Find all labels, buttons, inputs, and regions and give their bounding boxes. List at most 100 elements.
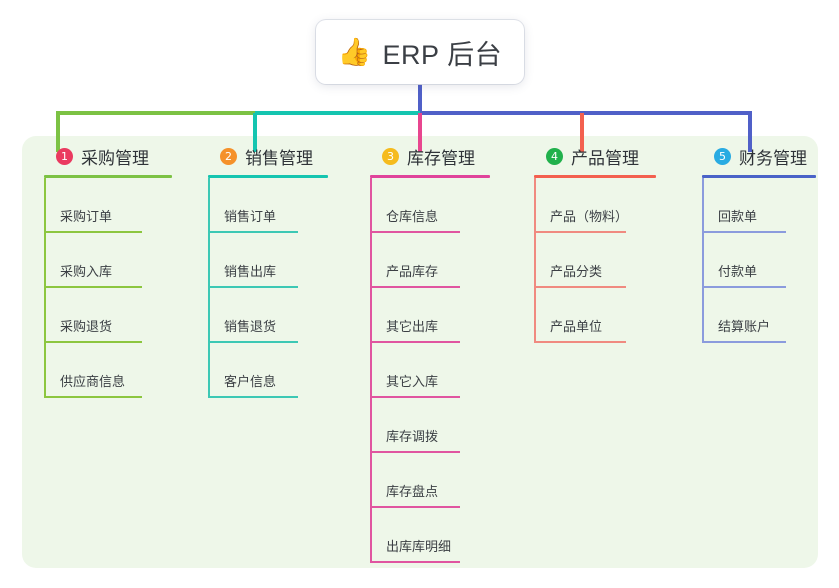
list-item[interactable]: 采购退货 <box>34 288 172 343</box>
list-item-rule <box>208 286 298 288</box>
branch-spine-1 <box>44 178 46 398</box>
column-header-4[interactable]: 4 产品管理 <box>524 144 656 168</box>
list-item-label: 采购入库 <box>60 264 113 279</box>
list-item[interactable]: 库存盘点 <box>360 453 490 508</box>
number-badge-3: 3 <box>382 147 399 165</box>
list-item-label: 销售退货 <box>224 319 277 334</box>
list-item-label: 库存盘点 <box>386 484 439 499</box>
list-item-rule <box>534 341 626 343</box>
list-item-label: 其它出库 <box>386 319 439 334</box>
list-item-rule <box>44 286 142 288</box>
thumbs-up-icon: 👍 <box>337 36 372 67</box>
list-item-label: 采购订单 <box>60 209 113 224</box>
list-item-rule <box>44 231 142 233</box>
item-list-2: 销售订单销售出库销售退货客户信息 <box>198 178 328 398</box>
list-item[interactable]: 销售出库 <box>198 233 328 288</box>
column-title-1: 采购管理 <box>81 148 149 168</box>
list-item-rule <box>370 231 460 233</box>
item-list-3: 仓库信息产品库存其它出库其它入库库存调拨库存盘点出库库明细 <box>360 178 490 563</box>
list-item[interactable]: 产品分类 <box>524 233 656 288</box>
list-item[interactable]: 付款单 <box>692 233 816 288</box>
list-item[interactable]: 出库库明细 <box>360 508 490 563</box>
column-3: 3 库存管理仓库信息产品库存其它出库其它入库库存调拨库存盘点出库库明细 <box>360 144 490 563</box>
column-rule-2 <box>208 175 328 178</box>
root-node-card[interactable]: 👍 ERP 后台 <box>316 20 524 84</box>
number-badge-2: 2 <box>220 147 237 165</box>
list-item[interactable]: 回款单 <box>692 178 816 233</box>
list-item-label: 仓库信息 <box>386 209 439 224</box>
list-item-label: 产品库存 <box>386 264 439 279</box>
list-item-rule <box>44 396 142 398</box>
list-item-label: 采购退货 <box>60 319 113 334</box>
list-item[interactable]: 供应商信息 <box>34 343 172 398</box>
content-panel-background <box>22 136 818 568</box>
list-item-rule <box>208 396 298 398</box>
list-item-rule <box>534 286 626 288</box>
list-item-rule <box>702 341 786 343</box>
list-item-label: 产品单位 <box>550 319 603 334</box>
list-item[interactable]: 其它入库 <box>360 343 490 398</box>
item-list-5: 回款单付款单结算账户 <box>692 178 816 343</box>
column-header-3[interactable]: 3 库存管理 <box>360 144 490 168</box>
column-2: 2 销售管理销售订单销售出库销售退货客户信息 <box>198 144 328 398</box>
column-header-1[interactable]: 1 采购管理 <box>34 144 172 168</box>
column-title-4: 产品管理 <box>571 148 639 168</box>
list-item-rule <box>370 341 460 343</box>
number-badge-1: 1 <box>56 147 73 165</box>
list-item[interactable]: 销售退货 <box>198 288 328 343</box>
branch-spine-5 <box>702 178 704 343</box>
list-item-rule <box>534 231 626 233</box>
list-item-rule <box>702 231 786 233</box>
number-badge-5: 5 <box>714 147 731 165</box>
column-rule-3 <box>370 175 490 178</box>
page-title: ERP 后台 <box>382 39 503 70</box>
list-item-label: 出库库明细 <box>386 539 452 554</box>
column-title-2: 销售管理 <box>245 148 313 168</box>
list-item[interactable]: 结算账户 <box>692 288 816 343</box>
list-item[interactable]: 产品库存 <box>360 233 490 288</box>
list-item-label: 付款单 <box>718 264 758 279</box>
list-item-label: 供应商信息 <box>60 374 126 389</box>
list-item[interactable]: 仓库信息 <box>360 178 490 233</box>
column-title-3: 库存管理 <box>407 148 475 168</box>
list-item-rule <box>370 506 460 508</box>
list-item-rule <box>44 341 142 343</box>
list-item-label: 产品（物料） <box>550 209 629 224</box>
number-badge-4: 4 <box>546 147 563 165</box>
list-item[interactable]: 采购订单 <box>34 178 172 233</box>
column-rule-1 <box>44 175 172 178</box>
list-item-label: 客户信息 <box>224 374 277 389</box>
branch-spine-2 <box>208 178 210 398</box>
list-item[interactable]: 库存调拨 <box>360 398 490 453</box>
branch-spine-4 <box>534 178 536 343</box>
list-item[interactable]: 其它出库 <box>360 288 490 343</box>
list-item-rule <box>370 451 460 453</box>
list-item[interactable]: 销售订单 <box>198 178 328 233</box>
list-item[interactable]: 产品（物料） <box>524 178 656 233</box>
list-item-rule <box>208 341 298 343</box>
item-list-4: 产品（物料） 产品分类产品单位 <box>524 178 656 343</box>
column-5: 5 财务管理回款单付款单结算账户 <box>692 144 816 343</box>
list-item-rule <box>370 286 460 288</box>
list-item-label: 库存调拨 <box>386 429 439 444</box>
column-title-5: 财务管理 <box>739 148 807 168</box>
list-item-rule <box>370 396 460 398</box>
list-item-label: 销售出库 <box>224 264 277 279</box>
column-header-5[interactable]: 5 财务管理 <box>692 144 816 168</box>
list-item-label: 其它入库 <box>386 374 439 389</box>
list-item[interactable]: 采购入库 <box>34 233 172 288</box>
list-item-rule <box>370 561 460 563</box>
column-header-2[interactable]: 2 销售管理 <box>198 144 328 168</box>
list-item[interactable]: 客户信息 <box>198 343 328 398</box>
column-rule-5 <box>702 175 816 178</box>
list-item-label: 销售订单 <box>224 209 277 224</box>
item-list-1: 采购订单采购入库采购退货供应商信息 <box>34 178 172 398</box>
list-item-label: 结算账户 <box>718 319 771 334</box>
list-item[interactable]: 产品单位 <box>524 288 656 343</box>
branch-spine-3 <box>370 178 372 563</box>
list-item-label: 产品分类 <box>550 264 603 279</box>
list-item-label: 回款单 <box>718 209 758 224</box>
list-item-rule <box>702 286 786 288</box>
list-item-rule <box>208 231 298 233</box>
